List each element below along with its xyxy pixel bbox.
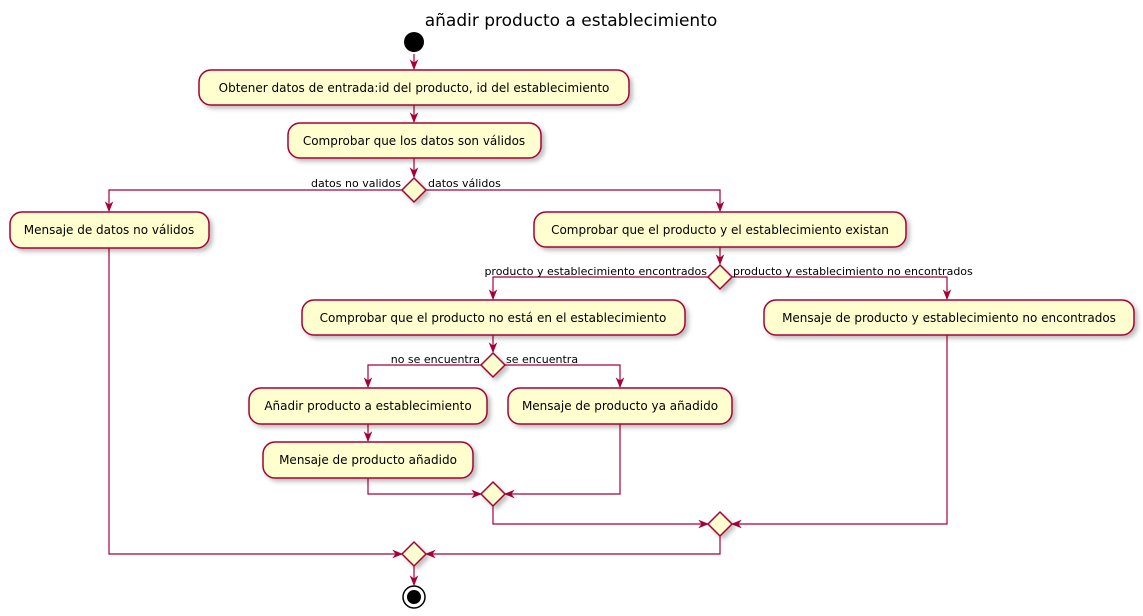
branch-label-datos-no-validos: datos no validos [311,177,401,190]
activity-mensaje-anadido: Mensaje de producto añadido [262,441,474,479]
activity-anadir-producto: Añadir producto a establecimiento [248,387,488,425]
activity-mensaje-ya-anadido-label: Mensaje de producto ya añadido [522,399,718,413]
activity-mensaje-ya-anadido: Mensaje de producto ya añadido [507,387,733,425]
decision-producto-en-establecimiento [479,351,507,379]
start-node [404,32,424,52]
branch-label-encontrados: producto y establecimiento encontrados [484,265,707,278]
merge-inner [479,480,507,508]
end-node [402,585,426,609]
activity-mensaje-no-encontrados-label: Mensaje de producto y establecimiento no… [782,311,1116,325]
decision-producto-existe [706,263,734,291]
diagram-title: añadir producto a establecimiento [425,11,718,31]
activity-comprobar-no-esta-label: Comprobar que el producto no está en el … [320,311,667,325]
activity-comprobar-no-esta: Comprobar que el producto no está en el … [301,299,686,336]
decision-datos-validos [400,176,428,204]
branch-label-no-encontrados: producto y establecimiento no encontrado… [733,265,973,278]
activity-obtener-datos: Obtener datos de entrada:id del producto… [198,69,630,106]
activity-comprobar-datos-label: Comprobar que los datos son válidos [303,134,525,148]
merge-outer [400,540,428,568]
activity-comprobar-existan-label: Comprobar que el producto y el estableci… [551,223,889,237]
connectors [104,54,952,587]
activity-comprobar-datos: Comprobar que los datos son válidos [287,122,542,159]
activity-mensaje-anadido-label: Mensaje de producto añadido [279,453,457,467]
activity-anadir-producto-label: Añadir producto a establecimiento [264,399,471,413]
branch-label-datos-validos: datos válidos [428,177,501,190]
branch-label-no-se-encuentra: no se encuentra [391,353,480,366]
activity-obtener-datos-label: Obtener datos de entrada:id del producto… [219,81,610,95]
branch-label-se-encuentra: se encuentra [506,353,578,366]
merge-middle [706,510,734,538]
activity-mensaje-no-validos: Mensaje de datos no válidos [9,211,210,249]
activity-mensaje-no-encontrados: Mensaje de producto y establecimiento no… [763,299,1135,336]
activity-comprobar-existan: Comprobar que el producto y el estableci… [533,211,907,248]
activity-mensaje-no-validos-label: Mensaje de datos no válidos [24,223,194,237]
